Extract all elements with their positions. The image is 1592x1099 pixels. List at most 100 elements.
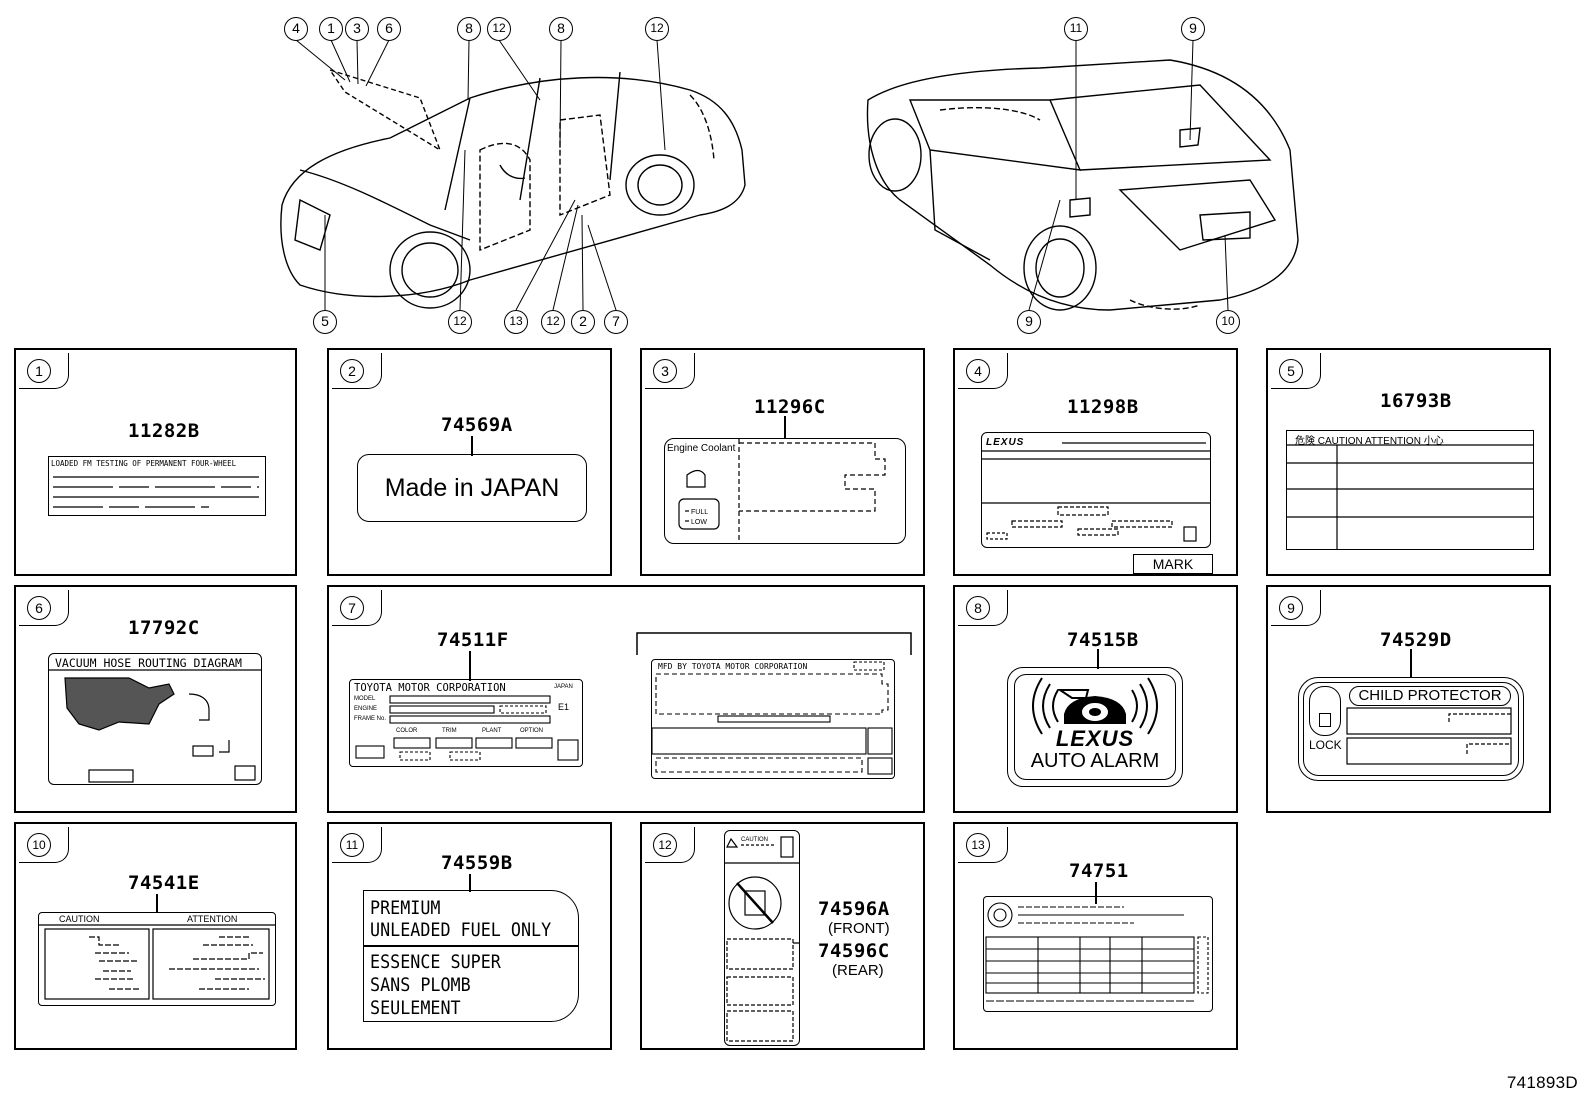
label-74511f-japan: JAPAN <box>554 684 573 690</box>
panel-9-number: 9 <box>1279 596 1303 620</box>
label-auto-alarm-brand: LEXUS <box>1055 726 1135 751</box>
panel-2-number: 2 <box>340 359 364 383</box>
panel-8-number: 8 <box>966 596 990 620</box>
panel-3: 3 11296C Engine Coolant FULL LOW <box>640 348 925 576</box>
label-mark-box: MARK <box>1133 554 1213 574</box>
car-callout-front-top-8: 12 <box>645 17 669 41</box>
label-16793b-header: 危険 CAUTION ATTENTION 小心 <box>1295 436 1444 447</box>
panel-7-part-number: 74511F <box>437 629 509 651</box>
coolant-full-label: FULL <box>691 509 708 516</box>
label-74751 <box>983 896 1213 1012</box>
label-74511f-e1: E1 <box>558 702 570 712</box>
car-callout-rear-bottom-1: 9 <box>1017 310 1041 334</box>
label-74541e-lines <box>39 924 275 1000</box>
label-74511f-boxes <box>355 695 579 761</box>
panel-11: 11 74559B PREMIUM UNLEADED FUEL ONLY ESS… <box>327 822 612 1050</box>
car-callout-front-top-1: 4 <box>284 17 308 41</box>
label-16793b: 危険 CAUTION ATTENTION 小心 <box>1286 430 1534 550</box>
panel-12-number: 12 <box>653 833 677 857</box>
panel-4: 4 11298B LEXUS MARK <box>953 348 1238 576</box>
car-callout-front-top-7: 8 <box>549 17 573 41</box>
label-74541e-attention: ATTENTION <box>187 914 238 924</box>
panel-10-number: 10 <box>27 833 51 857</box>
panel-6: 6 17792C VACUUM HOSE ROUTING DIAGRAM <box>14 585 297 813</box>
panel-9-part-number: 74529D <box>1380 629 1452 651</box>
panel-5-part-number: 16793B <box>1380 390 1452 412</box>
panel-4-number: 4 <box>966 359 990 383</box>
label-child-protector-lines <box>1346 707 1512 765</box>
coolant-low-label: LOW <box>691 519 707 526</box>
vehicle-illustrations <box>280 39 1299 311</box>
car-callout-front-top-4: 6 <box>377 17 401 41</box>
panel-1-part-number: 11282B <box>128 420 200 442</box>
car-callout-front-bottom-2: 12 <box>448 310 472 334</box>
panel-11-part-number: 74559B <box>441 852 513 874</box>
panel-11-number: 11 <box>340 833 364 857</box>
car-callout-front-bottom-3: 13 <box>504 310 528 334</box>
label-engine-coolant: Engine Coolant FULL LOW <box>664 438 906 544</box>
label-74541e-caution: CAUTION <box>59 914 100 924</box>
alarm-car-icon <box>1032 677 1158 735</box>
label-engine-coolant-title: Engine Coolant <box>667 443 736 454</box>
lock-switch-icon <box>1309 686 1341 736</box>
label-74596: CAUTION <box>724 830 800 1046</box>
panel-1-number: 1 <box>27 359 51 383</box>
label-74511f-code-plant: PLANT <box>482 728 502 734</box>
label-vacuum-hose: VACUUM HOSE ROUTING DIAGRAM <box>48 653 262 785</box>
label-premium-fuel-line-2: UNLEADED FUEL ONLY <box>370 919 552 941</box>
label-74751-table <box>985 902 1209 1002</box>
panel-6-part-number: 17792C <box>128 617 200 639</box>
car-callout-front-top-6: 12 <box>487 17 511 41</box>
label-74511f-field-engine: ENGINE <box>354 706 378 712</box>
label-74541e: CAUTION ATTENTION <box>38 912 276 1006</box>
label-16793b-grid <box>1287 444 1533 549</box>
panel-4-callout: 4 <box>958 353 1008 389</box>
panel-11-callout: 11 <box>332 827 382 863</box>
panel-10-callout: 10 <box>19 827 69 863</box>
panel-1-callout: 1 <box>19 353 69 389</box>
panel-13-callout: 13 <box>958 827 1008 863</box>
panel-13: 13 74751 <box>953 822 1238 1050</box>
label-11282b-lines <box>53 476 259 508</box>
label-11282b-text: LOADED FM TESTING OF PERMANENT FOUR-WHEE… <box>51 459 237 468</box>
label-74511f: TOYOTA MOTOR CORPORATION JAPAN MODEL ENG… <box>349 679 583 767</box>
panel-2: 2 74569A Made in JAPAN <box>327 348 612 576</box>
panel-5: 5 16793B 危険 CAUTION ATTENTION 小心 <box>1266 348 1551 576</box>
car-callout-front-bottom-5: 2 <box>571 310 595 334</box>
label-11282b: LOADED FM TESTING OF PERMANENT FOUR-WHEE… <box>48 456 266 516</box>
panel-9-callout: 9 <box>1271 590 1321 626</box>
label-premium-fuel-line-4: SANS PLOMB <box>370 974 471 996</box>
panel-2-part-number: 74569A <box>441 414 513 436</box>
car-callout-front-top-2: 1 <box>319 17 343 41</box>
label-74511f-alt: MFD BY TOYOTA MOTOR CORPORATION <box>651 659 895 779</box>
label-74511f-code-color: COLOR <box>396 728 418 734</box>
label-child-protector: CHILD PROTECTOR LOCK <box>1298 677 1524 781</box>
panel-8-part-number: 74515B <box>1067 629 1139 651</box>
label-74596-caution: CAUTION <box>741 837 768 843</box>
panel-13-number: 13 <box>966 833 990 857</box>
engine-hose-diagram <box>49 669 261 783</box>
car-callout-front-bottom-1: 5 <box>313 310 337 334</box>
drawing-reference-id: 741893D <box>1506 1073 1578 1092</box>
car-callout-rear-top-1: 11 <box>1064 17 1088 41</box>
panel-3-leader <box>784 416 786 438</box>
label-74511f-alt-bracket <box>636 632 912 655</box>
panel-4-part-number: 11298B <box>1067 396 1139 418</box>
car-callout-front-top-3: 3 <box>345 17 369 41</box>
label-child-protector-lock: LOCK <box>1309 738 1342 752</box>
label-74511f-field-model: MODEL <box>354 696 376 702</box>
label-premium-fuel: PREMIUM UNLEADED FUEL ONLY ESSENCE SUPER… <box>363 890 579 1022</box>
rear-leader-lines <box>1028 39 1229 311</box>
front-car-drawing <box>280 68 746 309</box>
panel-7-leader <box>469 651 471 681</box>
label-auto-alarm-text: AUTO ALARM <box>1030 750 1160 772</box>
label-74511f-alt-lines <box>652 661 893 775</box>
panel-1: 1 11282B LOADED FM TESTING OF PERMANENT … <box>14 348 297 576</box>
panel-10-leader <box>156 894 158 912</box>
label-auto-alarm: LEXUS AUTO ALARM <box>1007 667 1183 787</box>
label-premium-fuel-line-1: PREMIUM <box>370 897 441 919</box>
label-premium-fuel-line-5: SEULEMENT <box>370 997 461 1019</box>
label-74511f-field-frame: FRAME No. <box>354 716 387 722</box>
panel-5-callout: 5 <box>1271 353 1321 389</box>
panel-10: 10 74541E CAUTION ATTENTION <box>14 822 297 1050</box>
